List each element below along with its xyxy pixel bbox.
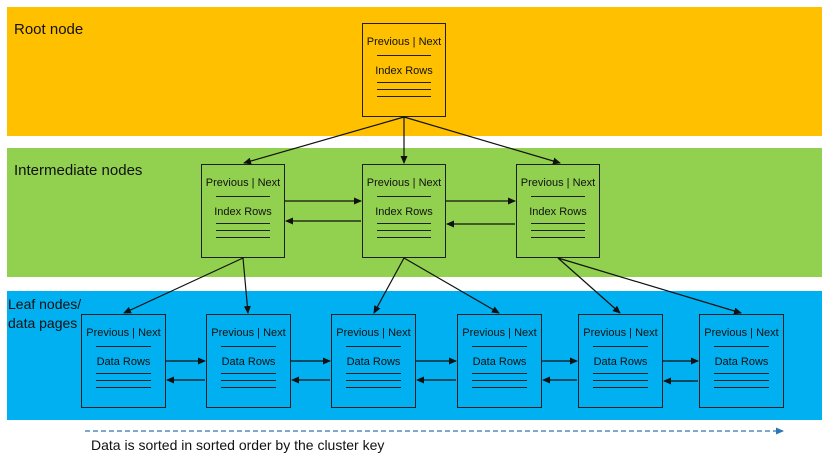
node-header: Previous | Next — [583, 327, 658, 339]
intermediate-node: Previous | Next Index Rows — [362, 164, 446, 258]
divider — [96, 346, 151, 347]
leaf-node: Previous | Next Data Rows — [457, 314, 542, 408]
row-line — [221, 380, 276, 381]
divider — [531, 196, 585, 197]
divider — [216, 196, 270, 197]
node-rows-label: Index Rows — [375, 65, 433, 77]
row-line — [472, 380, 527, 381]
node-header: Previous | Next — [366, 177, 442, 189]
node-rows-label: Data Rows — [96, 356, 151, 368]
row-line — [377, 230, 431, 231]
row-line — [346, 373, 401, 374]
leaf-node: Previous | Next Data Rows — [331, 314, 416, 408]
node-rows-label: Index Rows — [529, 206, 587, 218]
leaf-node: Previous | Next Data Rows — [206, 314, 291, 408]
row-line — [377, 223, 431, 224]
divider — [346, 346, 401, 347]
row-line — [96, 387, 151, 388]
node-rows-label: Data Rows — [593, 356, 648, 368]
root-level-label: Root node — [14, 21, 84, 38]
node-header: Previous | Next — [520, 177, 596, 189]
node-header: Previous | Next — [336, 327, 411, 339]
row-line — [714, 373, 769, 374]
node-header: Previous | Next — [462, 327, 537, 339]
row-line — [593, 373, 648, 374]
intermediate-node: Previous | Next Index Rows — [516, 164, 600, 258]
node-rows-label: Data Rows — [714, 356, 769, 368]
row-line — [346, 380, 401, 381]
row-line — [472, 387, 527, 388]
leaf-node: Previous | Next Data Rows — [699, 314, 784, 408]
row-line — [377, 96, 431, 97]
divider — [377, 55, 431, 56]
row-line — [216, 223, 270, 224]
row-line — [531, 230, 585, 231]
divider — [714, 346, 769, 347]
leaf-node: Previous | Next Data Rows — [81, 314, 166, 408]
node-header: Previous | Next — [211, 327, 286, 339]
divider — [593, 346, 648, 347]
row-line — [216, 230, 270, 231]
sort-order-caption: Data is sorted in sorted order by the cl… — [91, 437, 385, 453]
intermediate-level-label: Intermediate nodes — [14, 162, 143, 179]
row-line — [221, 373, 276, 374]
root-level-band: Root node — [7, 7, 822, 136]
node-header: Previous | Next — [205, 177, 281, 189]
row-line — [221, 387, 276, 388]
node-rows-label: Index Rows — [375, 206, 433, 218]
node-header: Previous | Next — [366, 36, 442, 48]
node-rows-label: Index Rows — [214, 206, 272, 218]
divider — [221, 346, 276, 347]
node-header: Previous | Next — [704, 327, 779, 339]
row-line — [714, 380, 769, 381]
row-line — [714, 387, 769, 388]
row-line — [593, 380, 648, 381]
intermediate-level-band: Intermediate nodes — [7, 148, 822, 277]
row-line — [346, 387, 401, 388]
leaf-level-label: Leaf nodes/ data pages — [8, 296, 82, 331]
node-header: Previous | Next — [86, 327, 161, 339]
row-line — [531, 237, 585, 238]
node-rows-label: Data Rows — [221, 356, 276, 368]
row-line — [96, 380, 151, 381]
divider — [472, 346, 527, 347]
row-line — [216, 237, 270, 238]
row-line — [377, 82, 431, 83]
root-node: Previous | Next Index Rows — [362, 23, 446, 117]
node-rows-label: Data Rows — [472, 356, 527, 368]
leaf-node: Previous | Next Data Rows — [578, 314, 663, 408]
row-line — [472, 373, 527, 374]
row-line — [531, 223, 585, 224]
row-line — [377, 237, 431, 238]
intermediate-node: Previous | Next Index Rows — [201, 164, 285, 258]
row-line — [96, 373, 151, 374]
node-rows-label: Data Rows — [346, 356, 401, 368]
row-line — [377, 89, 431, 90]
divider — [377, 196, 431, 197]
row-line — [593, 387, 648, 388]
